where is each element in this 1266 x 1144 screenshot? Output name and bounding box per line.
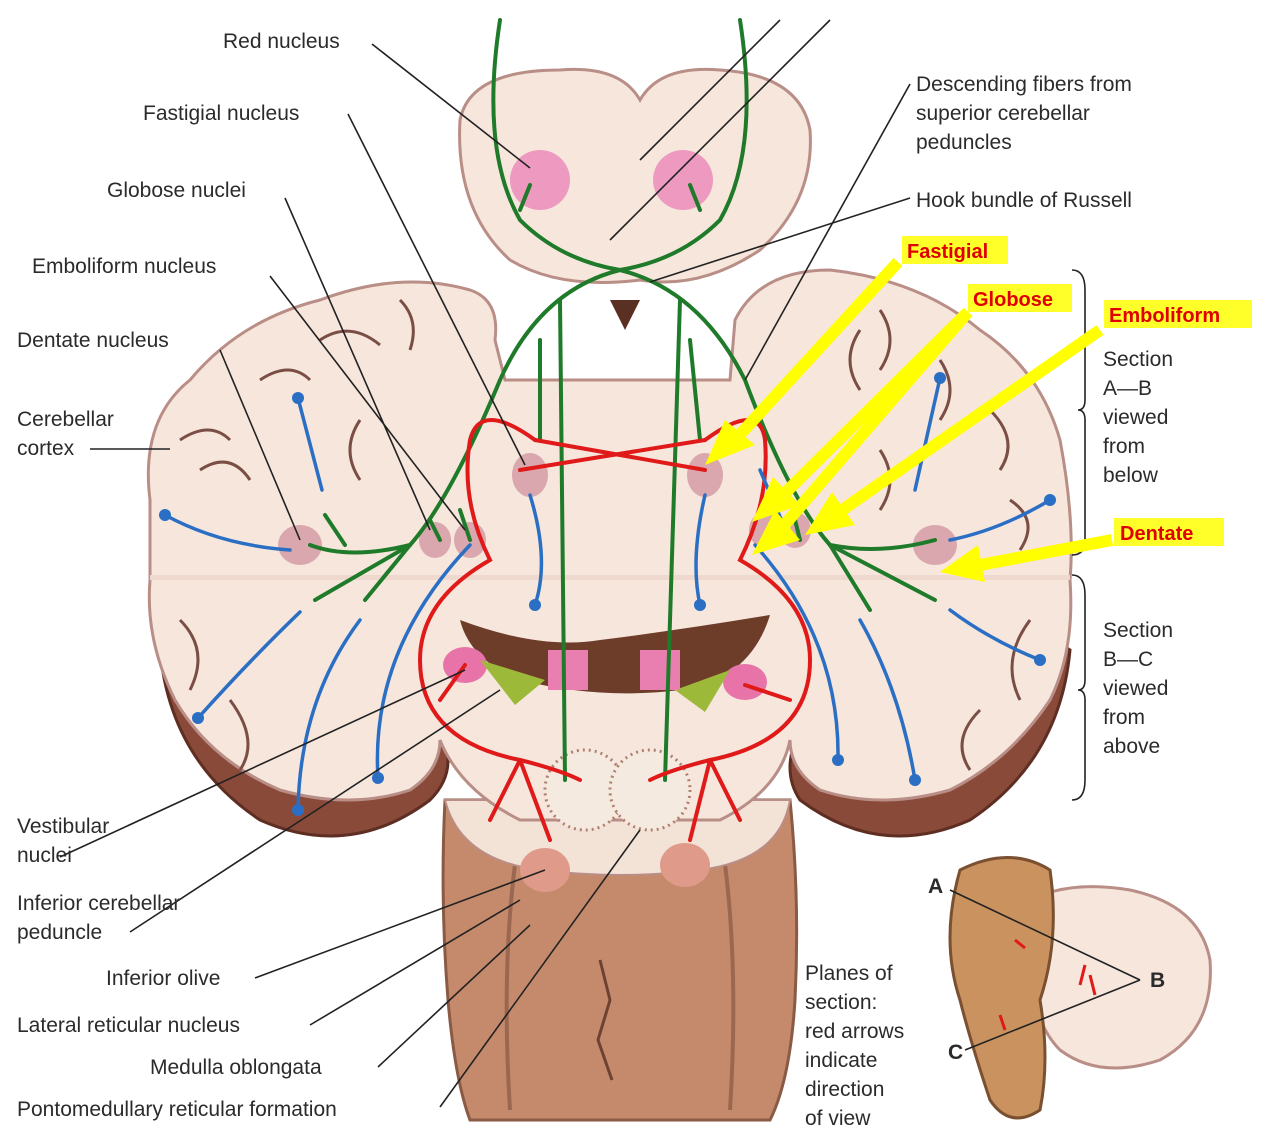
label-section-bc-line5: above <box>1103 735 1160 758</box>
label-letter-c: C <box>948 1041 963 1064</box>
label-hook-bundle: Hook bundle of Russell <box>916 189 1132 212</box>
label-section-bc-line3: viewed <box>1103 677 1168 700</box>
label-planes-line5: direction <box>805 1078 884 1101</box>
label-section-ab-line4: from <box>1103 435 1145 458</box>
highlight-label-dentate: Dentate <box>1120 523 1193 545</box>
label-medulla-oblongata: Medulla oblongata <box>150 1056 322 1079</box>
deep-cerebellar-nuclei <box>278 453 957 565</box>
inset-brainstem-figure <box>948 856 1212 1120</box>
leader-lines <box>59 19 1086 1108</box>
yellow-highlight-arrows <box>705 257 1114 582</box>
label-planes-line1: Planes of <box>805 962 893 985</box>
label-section-ab-line3: viewed <box>1103 406 1168 429</box>
label-pontomedullary-reticular-formation: Pontomedullary reticular formation <box>17 1098 337 1121</box>
blue-afferent-fibers <box>159 372 1056 816</box>
label-inferior-cerebellar-peduncle-line2: peduncle <box>17 921 102 944</box>
label-descending-fibers-line2: superior cerebellar <box>916 102 1090 125</box>
cerebellum-section <box>146 268 1073 822</box>
label-descending-fibers-line1: Descending fibers from <box>916 73 1132 96</box>
right-labels: Descending fibers from superior cerebell… <box>805 73 1173 1130</box>
label-dentate-nucleus: Dentate nucleus <box>17 329 169 352</box>
medulla-oblongata-shape <box>441 798 799 1122</box>
label-section-bc-line4: from <box>1103 706 1145 729</box>
label-inferior-olive: Inferior olive <box>106 967 220 990</box>
label-planes-line2: section: <box>805 991 877 1014</box>
label-section-bc-line2: B—C <box>1103 648 1153 671</box>
highlight-labels: Fastigial Globose Emboliform Dentate <box>902 236 1252 546</box>
highlight-label-globose: Globose <box>973 289 1053 311</box>
label-planes-line3: red arrows <box>805 1020 904 1043</box>
label-planes-line4: indicate <box>805 1049 877 1072</box>
label-globose-nuclei: Globose nuclei <box>107 179 246 202</box>
highlight-label-emboliform: Emboliform <box>1109 305 1220 327</box>
fourth-ventricle-shape <box>443 615 770 712</box>
label-section-ab-line1: Section <box>1103 348 1173 371</box>
label-red-nucleus: Red nucleus <box>223 30 340 53</box>
label-letter-a: A <box>928 875 943 898</box>
midbrain-shape <box>458 67 812 330</box>
label-cerebellar-cortex-line1: Cerebellar <box>17 408 114 431</box>
label-cerebellar-cortex-line2: cortex <box>17 437 75 460</box>
label-descending-fibers-line3: peduncles <box>916 131 1012 154</box>
label-section-ab-line2: A—B <box>1103 377 1152 400</box>
label-lateral-reticular-nucleus: Lateral reticular nucleus <box>17 1014 240 1037</box>
label-fastigial-nucleus: Fastigial nucleus <box>143 102 299 125</box>
label-section-ab-line5: below <box>1103 464 1159 487</box>
label-planes-line6: of view <box>805 1107 871 1130</box>
highlight-label-fastigial: Fastigial <box>907 241 988 263</box>
label-vestibular-nuclei-line2: nuclei <box>17 844 72 867</box>
left-labels: Red nucleus Fastigial nucleus Globose nu… <box>17 30 340 1121</box>
red-vestibular-fibers <box>417 418 813 842</box>
label-inferior-cerebellar-peduncle-line1: Inferior cerebellar <box>17 892 180 915</box>
red-nucleus-right <box>653 150 713 210</box>
label-letter-b: B <box>1150 969 1165 992</box>
label-emboliform-nucleus: Emboliform nucleus <box>32 255 216 278</box>
label-vestibular-nuclei-line1: Vestibular <box>17 815 109 838</box>
label-section-bc-line1: Section <box>1103 619 1173 642</box>
